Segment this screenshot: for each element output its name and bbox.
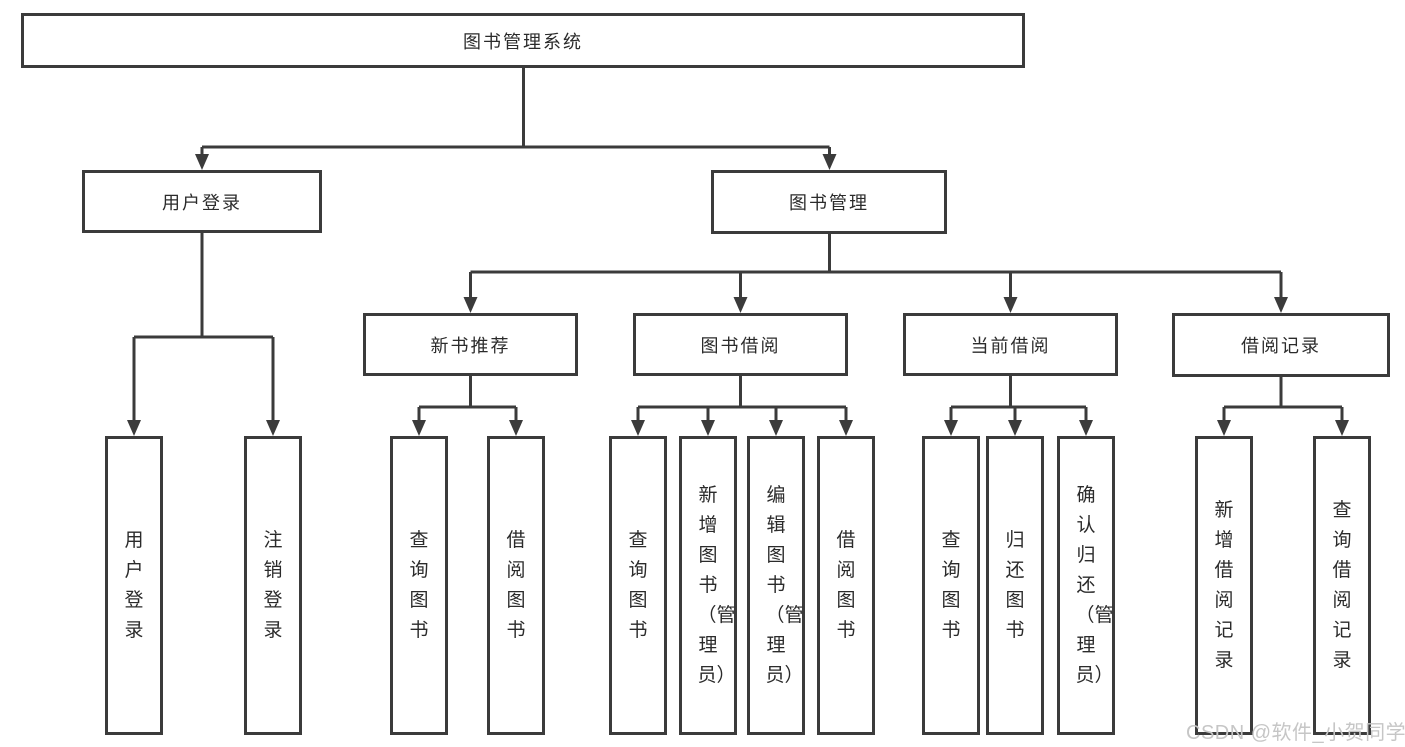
leaf-return-books-label: 归还图书 xyxy=(1005,529,1025,641)
leaf-add-books-admin: 新增图书（管理员） xyxy=(679,436,737,735)
leaf-borrow-books-label: 借阅图书 xyxy=(836,529,856,641)
leaf-query-books-borrow-label: 查询图书 xyxy=(628,529,648,641)
node-new-book-recommend-label: 新书推荐 xyxy=(430,335,511,356)
node-new-book-recommend: 新书推荐 xyxy=(363,313,578,376)
leaf-user-login: 用户登录 xyxy=(105,436,163,735)
leaf-logout-label: 注销登录 xyxy=(263,529,283,641)
leaf-edit-books-admin: 编辑图书（管理员） xyxy=(747,436,805,735)
node-current-borrowing: 当前借阅 xyxy=(903,313,1118,376)
node-user-login-label: 用户登录 xyxy=(162,192,242,213)
leaf-edit-books-admin-label: 编辑图书（管理员） xyxy=(765,484,804,686)
leaf-borrow-books: 借阅图书 xyxy=(817,436,875,735)
leaf-query-books-current: 查询图书 xyxy=(922,436,980,735)
node-book-management-label: 图书管理 xyxy=(789,193,869,213)
leaf-add-borrow-record-label: 新增借阅记录 xyxy=(1214,499,1234,671)
tree-branch-lines xyxy=(132,68,1344,421)
leaf-confirm-return-admin-label: 确认归还（管理员） xyxy=(1075,484,1114,686)
leaf-borrow-books-recommend: 借阅图书 xyxy=(487,436,545,735)
node-library-system: 图书管理系统 xyxy=(21,13,1025,68)
node-book-borrowing: 图书借阅 xyxy=(633,313,848,376)
leaf-logout: 注销登录 xyxy=(244,436,302,735)
leaf-confirm-return-admin: 确认归还（管理员） xyxy=(1057,436,1115,735)
leaf-user-login-label: 用户登录 xyxy=(124,529,144,641)
node-current-borrowing-label: 当前借阅 xyxy=(970,335,1051,356)
leaf-query-books-borrow: 查询图书 xyxy=(609,436,667,735)
leaf-query-borrow-record-label: 查询借阅记录 xyxy=(1332,499,1352,671)
node-book-management: 图书管理 xyxy=(711,170,947,234)
node-borrow-records: 借阅记录 xyxy=(1172,313,1390,377)
leaf-add-borrow-record: 新增借阅记录 xyxy=(1195,436,1253,735)
node-borrow-records-label: 借阅记录 xyxy=(1241,336,1321,356)
node-book-borrowing-label: 图书借阅 xyxy=(700,335,781,356)
node-user-login: 用户登录 xyxy=(82,170,322,233)
leaf-query-books-current-label: 查询图书 xyxy=(941,529,961,641)
leaf-query-books-recommend: 查询图书 xyxy=(390,436,448,735)
leaf-query-books-recommend-label: 查询图书 xyxy=(409,529,429,641)
leaf-add-books-admin-label: 新增图书（管理员） xyxy=(697,484,736,686)
leaf-query-borrow-record: 查询借阅记录 xyxy=(1313,436,1371,735)
leaf-borrow-books-recommend-label: 借阅图书 xyxy=(506,529,526,641)
node-library-system-label: 图书管理系统 xyxy=(463,31,583,52)
leaf-return-books: 归还图书 xyxy=(986,436,1044,735)
watermark: CSDN @软件_小贺同学 xyxy=(1186,722,1405,744)
